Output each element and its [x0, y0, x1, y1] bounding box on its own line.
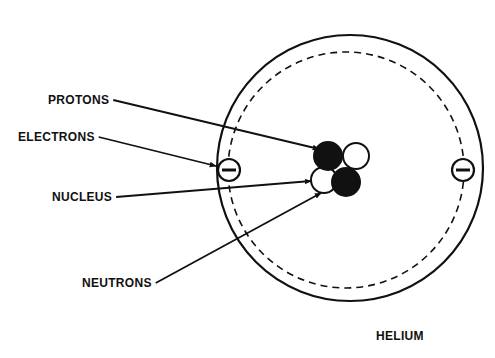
atom-boundary — [217, 35, 483, 301]
part-label: NUCLEUS — [52, 190, 112, 204]
leader-arrow — [156, 193, 321, 283]
minus-sign — [222, 169, 236, 172]
part-label: NEUTRONS — [82, 276, 152, 290]
neutron-ball — [343, 143, 369, 169]
electron-ball — [218, 159, 240, 181]
part-label: PROTONS — [48, 93, 109, 107]
minus-sign — [456, 169, 470, 172]
electron-symbol — [218, 159, 240, 181]
electron-symbol — [452, 159, 474, 181]
caption: HELIUM — [376, 329, 424, 343]
proton-ball — [332, 168, 360, 196]
leader-arrow — [99, 137, 216, 166]
nucleus-symbol — [311, 142, 369, 196]
electron-ball — [452, 159, 474, 181]
leader-arrow — [116, 181, 311, 197]
proton-ball — [314, 142, 342, 170]
leader-arrow — [113, 100, 319, 149]
electron-orbit — [228, 52, 464, 288]
part-label: ELECTRONS — [18, 130, 95, 144]
